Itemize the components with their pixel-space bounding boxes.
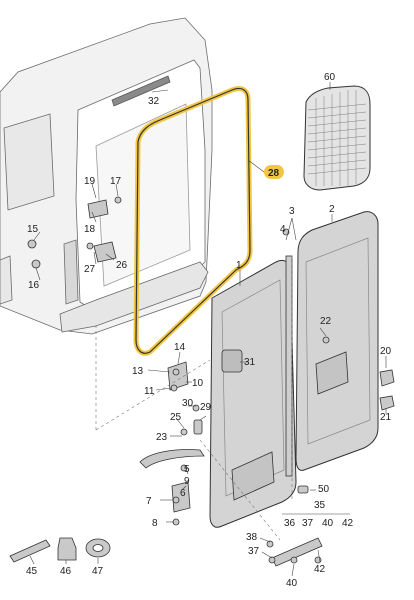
part-label-17: 17 bbox=[110, 176, 122, 187]
part-label-31: 31 bbox=[244, 357, 256, 368]
part-label-7: 7 bbox=[146, 496, 152, 507]
part-label-32: 32 bbox=[148, 96, 160, 107]
part-label-1: 1 bbox=[236, 260, 242, 271]
door-seal-28 bbox=[135, 87, 251, 354]
part-label-14: 14 bbox=[174, 342, 186, 353]
part-label-19: 19 bbox=[84, 176, 96, 187]
part-labels: 28 32 60 1 2 3 4 15 16 19 17 18 27 26 22… bbox=[26, 72, 392, 589]
part-label-27: 27 bbox=[84, 264, 96, 275]
part-label-42b: 42 bbox=[314, 564, 326, 575]
van-body-drawing bbox=[0, 17, 213, 335]
part-label-18: 18 bbox=[84, 224, 96, 235]
part-label-11: 11 bbox=[144, 386, 155, 397]
part-label-3: 3 bbox=[289, 206, 295, 217]
part-label-36: 36 bbox=[284, 518, 296, 529]
part-label-38: 38 bbox=[246, 532, 258, 543]
door-handle-31 bbox=[221, 349, 243, 373]
part-label-23: 23 bbox=[156, 432, 168, 443]
part-label-20: 20 bbox=[380, 346, 392, 357]
part-label-16: 16 bbox=[28, 280, 40, 291]
label-28-pill bbox=[264, 165, 284, 179]
part-label-25: 25 bbox=[170, 412, 182, 423]
part-label-60: 60 bbox=[324, 72, 336, 83]
hardware-parts bbox=[9, 196, 395, 567]
part-label-6: 6 bbox=[180, 488, 186, 499]
left-door-1 bbox=[209, 259, 297, 528]
part-label-45: 45 bbox=[26, 566, 38, 577]
part-label-8: 8 bbox=[152, 518, 158, 529]
part-label-22: 22 bbox=[320, 316, 332, 327]
part-label-5: 5 bbox=[184, 464, 190, 475]
part-label-47: 47 bbox=[92, 566, 104, 577]
part-label-50: 50 bbox=[318, 484, 330, 495]
part-label-35: 35 bbox=[314, 500, 326, 511]
part-label-9: 9 bbox=[184, 476, 190, 487]
part-label-15: 15 bbox=[27, 224, 39, 235]
part-label-4: 4 bbox=[280, 224, 286, 235]
assembly-guides bbox=[95, 256, 293, 541]
part-label-42: 42 bbox=[342, 518, 354, 529]
part-label-26: 26 bbox=[116, 260, 128, 271]
part-label-46: 46 bbox=[60, 566, 72, 577]
window-grille-60 bbox=[303, 85, 371, 191]
part-label-13: 13 bbox=[132, 366, 144, 377]
part-label-40b: 40 bbox=[286, 578, 298, 589]
part-label-21: 21 bbox=[380, 412, 392, 423]
part-label-40: 40 bbox=[322, 518, 334, 529]
part-label-30: 30 bbox=[182, 398, 194, 409]
part-label-10: 10 bbox=[192, 378, 204, 389]
part-label-2: 2 bbox=[329, 204, 335, 215]
part-label-37b: 37 bbox=[248, 546, 260, 557]
part-label-37: 37 bbox=[302, 518, 314, 529]
part-label-28: 28 bbox=[268, 168, 280, 179]
right-door-2 bbox=[295, 211, 379, 471]
door-strip bbox=[285, 255, 293, 477]
callout-lines bbox=[29, 82, 387, 577]
part-label-29: 29 bbox=[200, 402, 212, 413]
